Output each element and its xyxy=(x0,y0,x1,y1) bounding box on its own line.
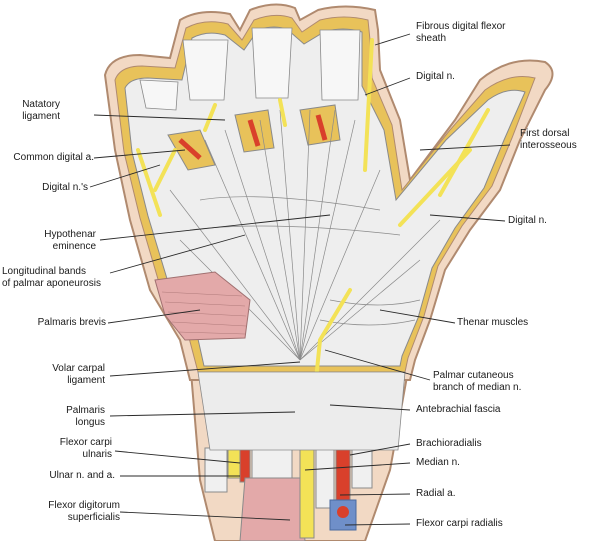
label-digital-nerve-top: Digital n. xyxy=(416,71,455,82)
leader-lines xyxy=(89,33,511,526)
label-palmaris-brevis: Palmaris brevis xyxy=(37,317,106,328)
label-antebrachial-fascia: Antebrachial fascia xyxy=(416,404,501,415)
label-common-digital-artery: Common digital a. xyxy=(13,152,94,163)
label-flexor-carpi-radialis: Flexor carpi radialis xyxy=(416,518,503,529)
label-thenar-muscles: Thenar muscles xyxy=(457,317,529,328)
digital-sheaths xyxy=(139,27,361,111)
label-radial-artery: Radial a. xyxy=(416,488,456,499)
label-median-nerve: Median n. xyxy=(416,457,460,468)
label-brachioradialis: Brachioradialis xyxy=(416,438,482,449)
wrist-structures xyxy=(204,447,373,541)
label-digital-nerves: Digital n.'s xyxy=(42,182,88,193)
label-ulnar-nerve-artery: Ulnar n. and a. xyxy=(49,470,115,481)
label-digital-nerve-thumb: Digital n. xyxy=(508,215,547,226)
fascia-striations xyxy=(169,109,441,361)
antebrachial-fascia-band xyxy=(197,371,406,451)
